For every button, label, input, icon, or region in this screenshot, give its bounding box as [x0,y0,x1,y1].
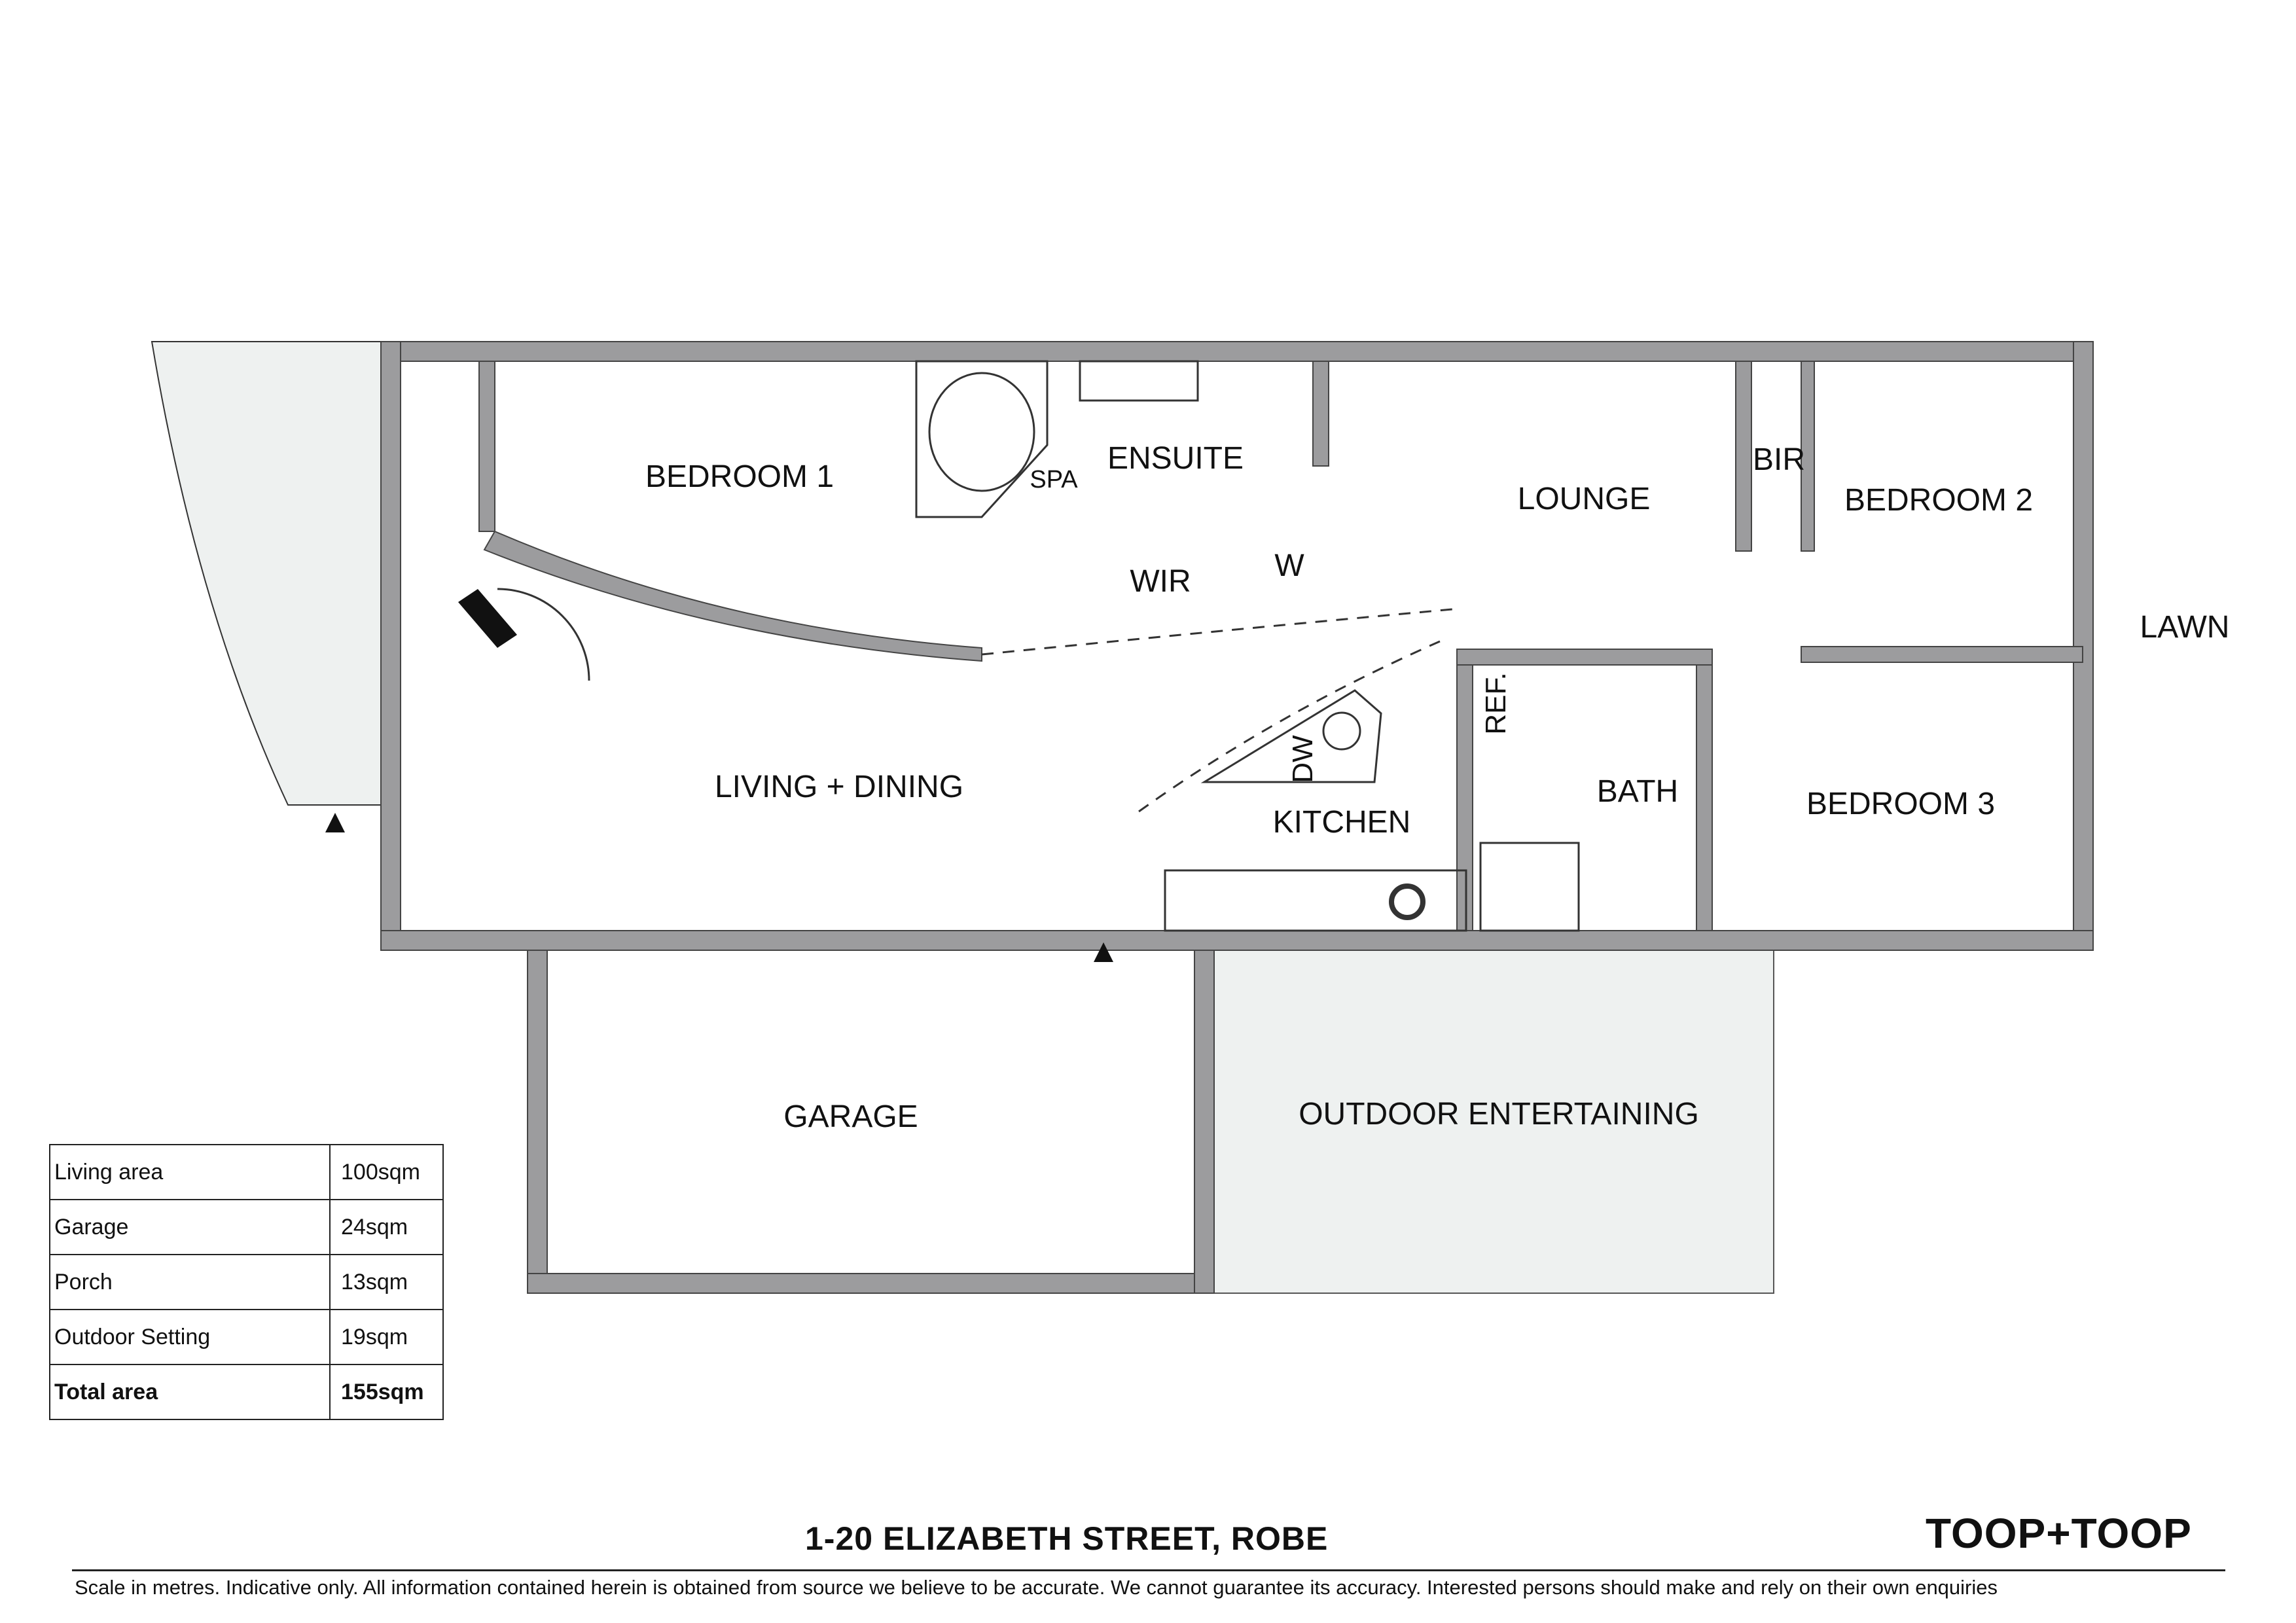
lounge-label: LOUNGE [1518,482,1651,516]
room-labels: BEDROOM 1 SPA ENSUITE WIR W LOUNGE BIR B… [645,441,2229,1134]
area-label: Garage [49,1199,331,1255]
bedroom-divider [1801,646,2083,663]
area-label: Porch [49,1254,331,1310]
bedroom2-label: BEDROOM 2 [1844,483,2033,518]
ensuite-vanity [1079,360,1199,402]
total-label: Total area [49,1364,331,1420]
kitchen-label: KITCHEN [1273,805,1411,840]
area-summary-table: Living area 100sqm Garage 24sqm Porch 13… [49,1144,444,1420]
left-wall [380,341,401,951]
spa-label: SPA [1030,466,1078,493]
bir-label: BIR [1753,442,1805,477]
island-sink [1322,711,1361,751]
bath-label: BATH [1597,774,1678,809]
bir-wall [1735,361,1752,552]
footer-divider [72,1569,2225,1571]
outdoor-areas [151,341,1774,1294]
main-entry-arrow [458,589,517,648]
area-label: Outdoor Setting [49,1309,331,1365]
w-label: W [1274,548,1304,583]
porch-entry-arrow [325,813,345,832]
garage-entry-arrow [1094,942,1113,962]
bedroom1-left-wall [478,361,495,532]
door-swing [497,588,590,681]
lounge-left-wall [1312,361,1329,467]
spa-bath-bowl [928,372,1035,492]
bedroom3-label: BEDROOM 3 [1806,787,1995,821]
garage-bottom-wall [527,1273,1215,1294]
porch-area [151,341,382,806]
dw-label: DW [1287,735,1319,783]
property-address: 1-20 ELIZABETH STREET, ROBE [805,1520,1329,1557]
disclaimer-text: Scale in metres. Indicative only. All in… [75,1576,1998,1599]
bath-left-wall [1456,654,1473,931]
brand-logo: TOOP+TOOP [1926,1510,2192,1557]
total-value: 155sqm [329,1364,444,1420]
cooktop-burner [1389,883,1426,920]
area-value: 13sqm [329,1254,444,1310]
table-row: Outdoor Setting 19sqm [49,1309,444,1365]
lawn-label: LAWN [2140,610,2230,645]
area-value: 24sqm [329,1199,444,1255]
bottom-wall [380,930,2094,951]
spa-bath [915,360,1049,518]
kitchen-divider [1456,649,1713,666]
outdoor-entertaining-label: OUTDOOR ENTERTAINING [1299,1097,1699,1132]
outdoor-entertaining-area [1213,950,1774,1294]
area-value: 100sqm [329,1144,444,1200]
bedroom1-label: BEDROOM 1 [645,459,834,494]
total-row: Total area 155sqm [49,1364,444,1420]
area-label: Living area [49,1144,331,1200]
entry-arrows [325,589,1113,962]
walls [380,341,2094,1294]
table-row: Living area 100sqm [49,1144,444,1200]
living-dining-label: LIVING + DINING [715,770,963,804]
top-wall [380,341,2094,362]
kitchen-bench [1164,869,1467,932]
ref-label: REF. [1480,672,1512,734]
table-row: Garage 24sqm [49,1199,444,1255]
garage-left-wall [527,950,548,1294]
fixtures [497,360,1580,932]
garage-label: GARAGE [783,1099,918,1134]
bedroom1-curved-wall [483,530,982,662]
garage-right-wall [1194,950,1215,1294]
area-value: 19sqm [329,1309,444,1365]
table-row: Porch 13sqm [49,1254,444,1310]
kitchen-dashed-boundary [1138,640,1441,813]
kitchen-island [1200,689,1382,783]
laundry-tub [1479,842,1580,932]
bedroom2-left-wall [1801,361,1815,552]
ensuite-label: ENSUITE [1107,441,1244,476]
wir-label: WIR [1130,564,1191,599]
bedroom3-left-wall [1696,654,1713,931]
living-dashed-boundary [981,607,1460,656]
